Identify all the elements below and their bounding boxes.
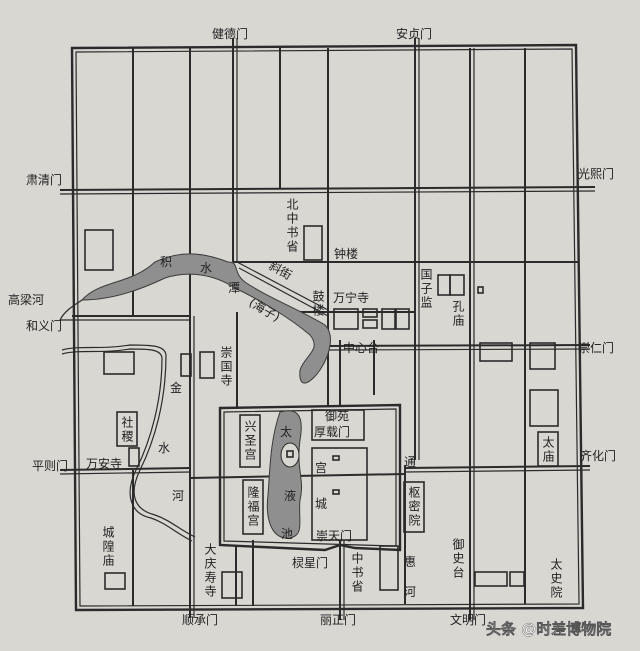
taiye-pond	[266, 410, 303, 539]
longfugong-box	[242, 479, 264, 535]
houzaimen-label: 厚载门	[314, 424, 350, 439]
lake-label-3: 潭	[228, 281, 240, 295]
taimiao-box	[537, 431, 559, 467]
jishuitan-lake	[80, 253, 331, 384]
gaoliang-river	[59, 299, 83, 321]
taiye-label-2: 液	[284, 488, 296, 503]
building-boxes	[84, 225, 559, 599]
zhongxintai-label: 中心台	[343, 340, 379, 355]
vertical-streets	[132, 38, 526, 620]
tonghui-label-2: 惠	[404, 555, 416, 569]
gate-wenming: 文明门	[450, 612, 486, 627]
daqingshousi-label: 大庆寿寺	[203, 543, 217, 599]
taishiyuan-label: 太史院	[549, 557, 563, 600]
jinshui-label-1: 金	[170, 380, 182, 395]
sheji-box	[116, 411, 138, 447]
gate-shuncheng: 顺承门	[182, 612, 218, 627]
yushitai-label: 御史台	[451, 537, 465, 580]
xiejie-street	[236, 261, 329, 317]
island-hall	[286, 450, 294, 458]
gate-guangxi: 光熙门	[578, 166, 614, 181]
wanansi-label: 万安寺	[86, 456, 122, 471]
jinshui-river-2	[61, 348, 193, 542]
city-wall-inner	[75, 48, 580, 607]
chenghuangmiao-label: 城隍庙	[101, 526, 115, 568]
lingxingmen-label: 棂星门	[292, 555, 328, 570]
lake-label-1: 积	[160, 255, 172, 269]
kongmiao-label: 孔庙	[451, 300, 465, 328]
jinshui-label-2: 水	[158, 441, 170, 455]
imperial-city-wall	[218, 403, 402, 552]
tonghui-label-3: 河	[404, 585, 416, 599]
yuyuan-box	[311, 409, 365, 441]
xingshenggong-box	[239, 414, 261, 468]
taiye-label-1: 太	[280, 424, 292, 439]
gate-chongren: 崇仁门	[578, 340, 614, 355]
lake-label-2: 水	[200, 261, 212, 275]
gate-qihua: 齐化门	[580, 448, 616, 463]
shumiyuan-box	[403, 481, 425, 533]
longfugong-label: 隆福宫	[246, 485, 260, 528]
gate-lizheng: 丽正门	[320, 612, 356, 627]
gate-pingze: 平则门	[32, 458, 68, 473]
gongcheng-label-2: 城	[315, 497, 327, 511]
palace-hall	[332, 455, 340, 461]
taimiao-label: 太庙	[541, 435, 555, 464]
xingshenggong-label: 兴圣宫	[243, 420, 257, 462]
zhonglou-label: 钟楼	[334, 246, 358, 261]
gaoliang-river-label: 高梁河	[8, 292, 44, 307]
qionghua-island	[280, 442, 300, 468]
tonghui-label-1: 通	[404, 455, 416, 469]
jinshui-river	[61, 344, 196, 538]
taiye-label-3: 池	[281, 527, 293, 541]
jinshui-label-3: 河	[172, 489, 184, 503]
chongguosi-label: 崇国寺	[219, 346, 233, 388]
guozijian-label: 国子监	[419, 268, 433, 310]
watermark: 头条 @时差博物院	[486, 620, 611, 638]
gulou-label: 鼓楼	[311, 290, 325, 318]
city-wall	[70, 43, 585, 612]
gate-anzhen: 安贞门	[396, 26, 432, 41]
palace-city	[311, 447, 368, 541]
sheji-label: 社稷	[120, 415, 134, 444]
wanningsi-label: 万宁寺	[333, 290, 369, 305]
zhongshusheng-label: 中书省	[350, 551, 364, 594]
gate-heyi: 和义门	[26, 318, 62, 333]
bei-zhongshusheng-label: 北中书省	[285, 198, 299, 254]
chongtianmen-label: 崇天门	[316, 528, 352, 543]
palace-hall	[332, 489, 340, 495]
shumiyuan-label: 枢密院	[407, 485, 421, 528]
gate-suqing: 肃清门	[26, 172, 62, 187]
gate-jiande: 健德门	[212, 26, 248, 41]
yuyuan-label: 御苑	[325, 408, 349, 423]
gongcheng-label-1: 宫	[315, 460, 327, 475]
